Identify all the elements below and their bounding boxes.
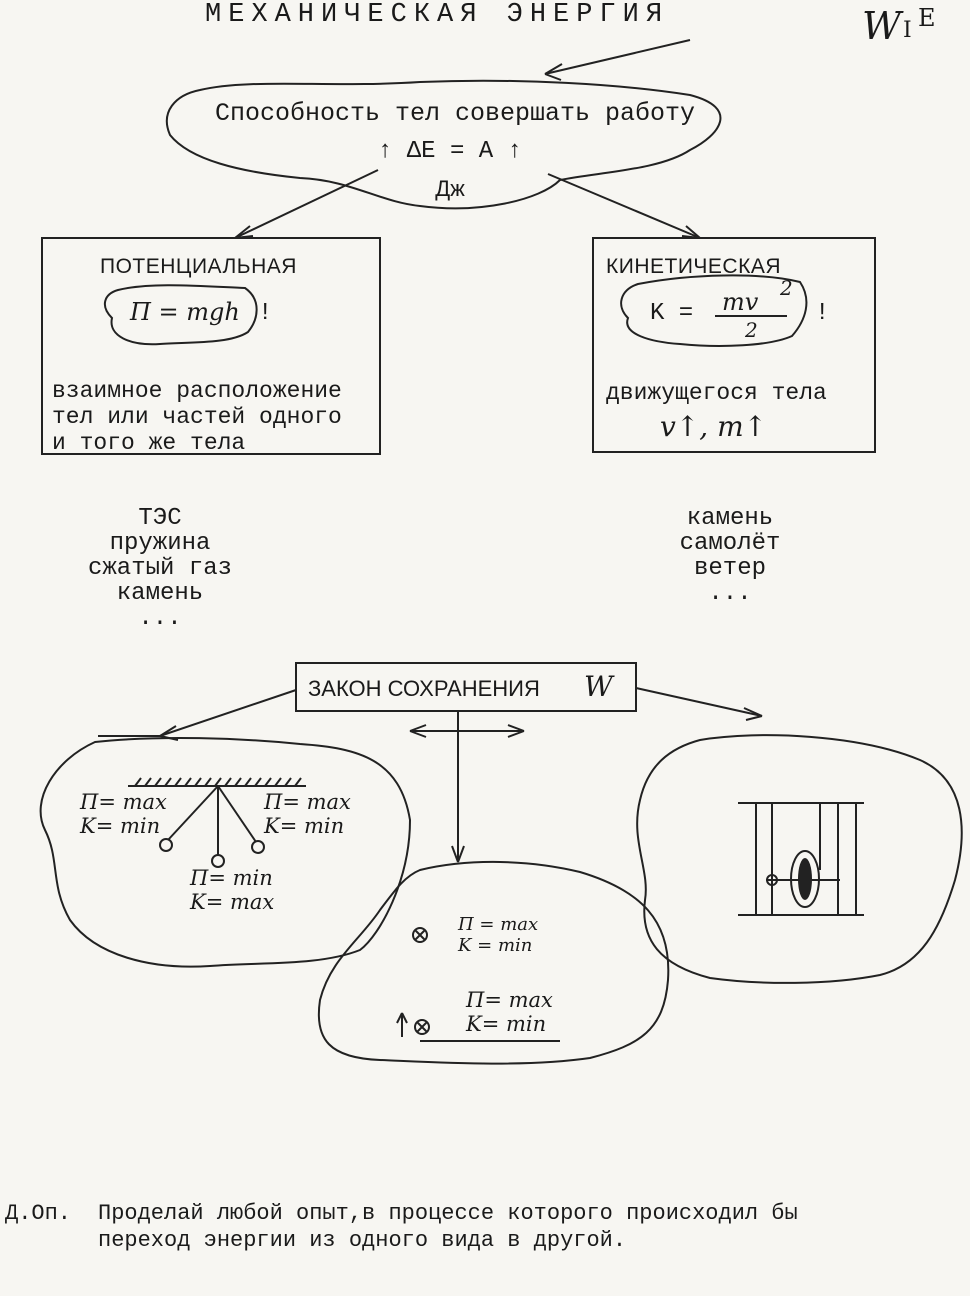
kinetic-formula-numerator: mv [722, 288, 759, 316]
law-box [295, 662, 637, 712]
kinetic-formula-exponent: 2 [780, 276, 793, 300]
desc-line: тел или частей одного [52, 404, 342, 430]
energy-subscript: I [903, 18, 912, 43]
pendulum-string-right [217, 785, 257, 843]
footer-label: Д.Оп. [5, 1201, 72, 1226]
potential-mark: ! [258, 300, 273, 327]
definition-unit: Дж [435, 176, 465, 201]
potential-formula-cloud [103, 284, 258, 346]
fraction-bar [715, 315, 787, 317]
apparatus-frame [738, 802, 864, 916]
pendulum-right-labels: П= max K= min [264, 790, 351, 838]
definition-formula: ↑ ΔE = A ↑ [360, 138, 540, 165]
pendulum-bob-right [251, 840, 265, 854]
label-k: K= min [466, 1012, 547, 1036]
up-arrow-icon: ↑ [507, 138, 523, 165]
potential-title: ПОТЕНЦИАЛЬНАЯ [100, 255, 297, 278]
label-p: П= max [80, 790, 167, 814]
page-title: МЕХАНИЧЕСКАЯ ЭНЕРГИЯ [205, 0, 670, 30]
pendulum-bob-center [211, 854, 225, 868]
example-item: сжатый газ [87, 555, 233, 582]
energy-symbol: W [862, 4, 902, 48]
desc-line: и того же тела [52, 430, 246, 456]
pendulum-bottom-labels: П= min K= max [190, 866, 274, 914]
formula-text: ΔE = A [406, 138, 494, 165]
arrow-to-apparatus [635, 687, 763, 717]
ball-top [412, 927, 428, 943]
footer-line-2: переход энергии из одного вида в другой. [98, 1228, 627, 1253]
example-item: ветер [693, 555, 766, 582]
kinetic-mark: ! [815, 300, 830, 327]
label-p: П= min [190, 866, 273, 890]
up-arrow-icon: ↑ [377, 138, 393, 165]
pendulum-left-labels: П= max K= min [80, 790, 167, 838]
apparatus-wheel [790, 850, 820, 908]
ball-top-labels: П = max K = min [458, 914, 538, 956]
label-k: K = min [458, 935, 533, 956]
kinetic-box [592, 237, 876, 453]
kinetic-variables: v↑, m↑ [660, 410, 768, 443]
label-k: K= min [264, 814, 345, 838]
kinetic-formula-cloud [620, 274, 808, 347]
example-item: ТЭС [138, 505, 182, 532]
definition-text: Способность тел совершать работу [214, 99, 696, 128]
label-k: K= min [80, 814, 161, 838]
label-k: K= max [190, 890, 275, 914]
kinetic-formula-denominator: 2 [745, 318, 758, 342]
example-item: ... [708, 580, 752, 607]
example-item: пружина [109, 530, 211, 557]
footer-line-1: Проделай любой опыт,в процессе которого … [98, 1201, 798, 1226]
law-title: ЗАКОН СОХРАНЕНИЯ [308, 676, 540, 701]
kinetic-formula-left: K = [650, 300, 694, 327]
example-item: самолёт [679, 530, 781, 557]
example-item: ... [138, 605, 182, 632]
kinetic-description: движущегося тела [606, 380, 827, 406]
pendulum-bob-left [159, 838, 173, 852]
label-p: П= max [264, 790, 351, 814]
title-arrow [544, 39, 691, 75]
definition-cloud [165, 79, 722, 210]
pendulum-string-left [167, 785, 219, 841]
apparatus-cloud [636, 734, 963, 984]
ball-bottom [414, 1019, 430, 1035]
apparatus-disk [798, 858, 812, 900]
desc-line: взаимное расположение [52, 378, 342, 404]
potential-examples: ТЭС пружина сжатый газ камень ... [60, 506, 260, 631]
arrow-to-kinetic [547, 173, 701, 239]
label-p: П= max [466, 988, 553, 1012]
kinetic-title: КИНЕТИЧЕСКАЯ [606, 255, 781, 278]
title-arrowhead [544, 63, 563, 81]
arrow-to-pendulum [98, 689, 297, 737]
arrow-to-potential [234, 169, 379, 239]
ball-bottom-labels: П= max K= min [466, 988, 553, 1036]
ball-cloud [317, 860, 670, 1065]
label-p: П = max [458, 914, 539, 935]
potential-formula: П = mgh [130, 298, 240, 326]
kinetic-examples: камень самолёт ветер ... [630, 506, 830, 606]
example-item: камень [686, 505, 774, 532]
pendulum-cloud [39, 736, 412, 968]
energy-suffix: E [918, 4, 936, 32]
potential-description: взаимное расположение тел или частей одн… [52, 378, 342, 456]
potential-box [41, 237, 381, 455]
example-item: камень [116, 580, 204, 607]
law-symbol: W [584, 670, 613, 703]
